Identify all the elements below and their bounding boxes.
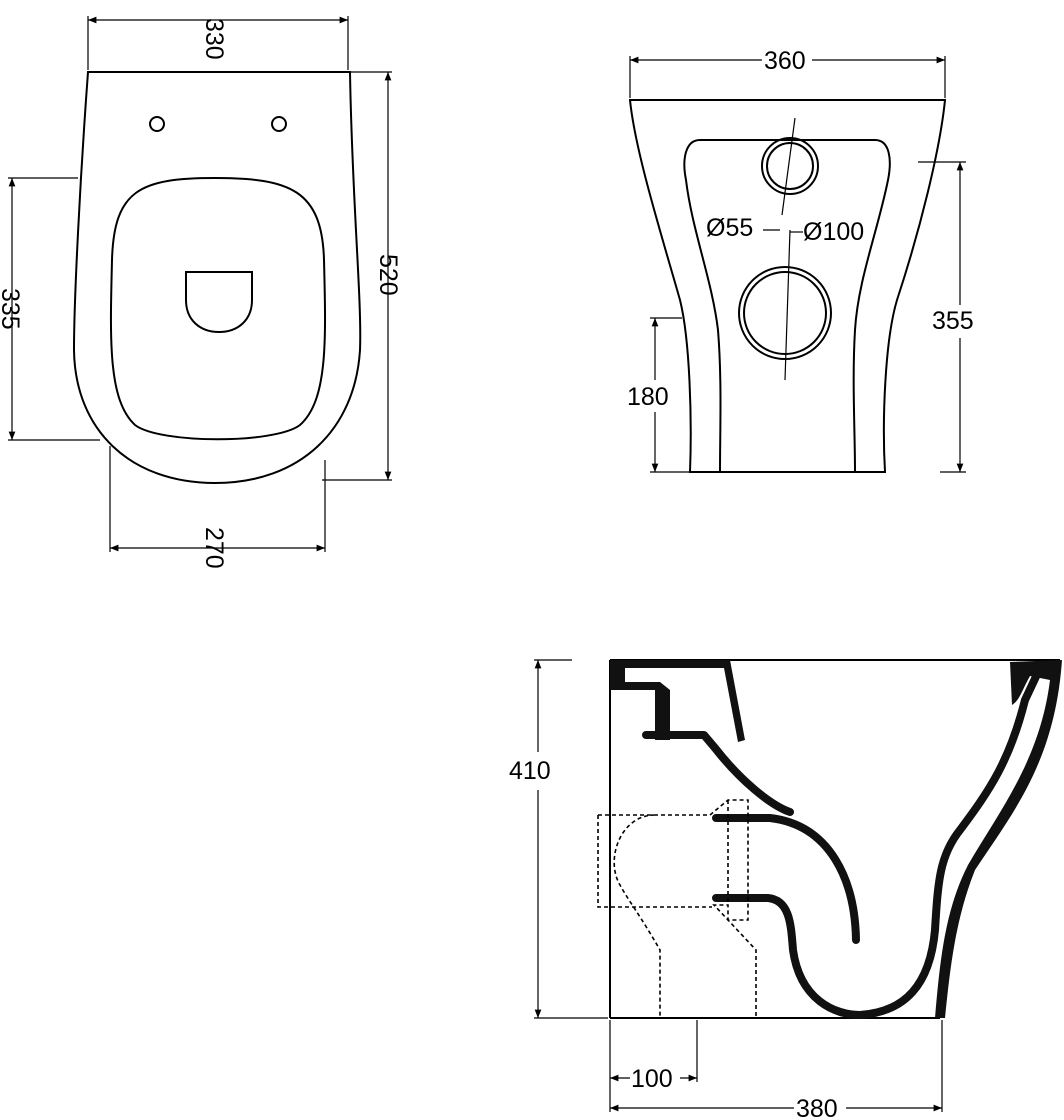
bowl-front-wall — [642, 731, 794, 816]
inlet-outer — [761, 137, 819, 195]
seat-opening — [109, 176, 327, 441]
front-view: Ø55 Ø100 360 355 180 — [627, 47, 974, 473]
pan-connector-dashed — [597, 799, 757, 1018]
dim-outlet-height: 355 — [932, 307, 974, 335]
trap-upper — [712, 814, 860, 944]
dim-depth: 380 — [796, 1095, 838, 1120]
dim-lower-height: 180 — [627, 383, 669, 411]
top-view: 330 520 335 270 — [0, 16, 402, 569]
dim-width-top: 330 — [200, 18, 228, 60]
fixing-hole — [149, 116, 165, 132]
dim-width-bottom: 270 — [200, 527, 228, 569]
dim-outlet-diameter: Ø100 — [803, 218, 864, 246]
dim-length: 520 — [374, 254, 402, 296]
rim-rear — [935, 660, 1062, 1018]
trap-lower — [712, 664, 1044, 1019]
bowl-drain — [185, 271, 253, 334]
fixing-hole — [271, 116, 287, 132]
dim-width: 360 — [764, 47, 806, 75]
inlet-inner — [766, 142, 814, 190]
outlet-outer — [738, 266, 832, 360]
dim-inlet-diameter: Ø55 — [706, 214, 753, 242]
bowl-outline — [72, 71, 362, 485]
dim-outlet-offset: 100 — [631, 1065, 673, 1093]
rear-panel — [683, 139, 891, 473]
dim-seat-length: 335 — [0, 288, 24, 330]
dim-height: 410 — [509, 757, 551, 785]
outlet-inner — [743, 271, 827, 355]
front-outline — [628, 99, 947, 473]
rim-front — [610, 660, 745, 742]
side-section: 410 100 380 — [509, 659, 1062, 1120]
